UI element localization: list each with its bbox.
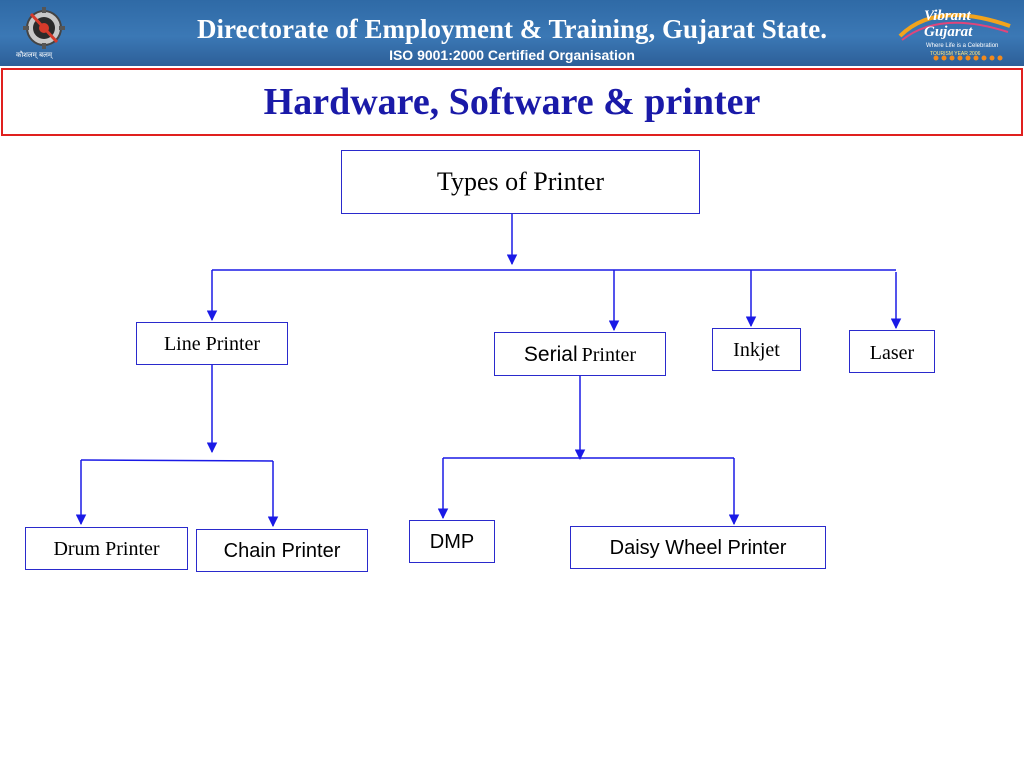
- node-label: Line Printer: [163, 333, 261, 355]
- node-label: Laser: [869, 342, 915, 364]
- tourism-year-label: TOURISM YEAR 2006: [930, 51, 981, 57]
- vibrant-gujarat-name: Vibrant Gujarat: [924, 8, 973, 40]
- vibrant-gujarat-logo-icon: [898, 13, 1011, 61]
- node-label: DMP: [429, 531, 475, 553]
- vibrant-gujarat-tagline: Where Life is a Celebration: [926, 43, 999, 49]
- node-dmp: DMP: [409, 520, 495, 563]
- node-label: Chain Printer: [223, 540, 341, 562]
- node-chain-printer: Chain Printer: [196, 529, 368, 572]
- node-label: Types of Printer: [436, 167, 605, 196]
- node-serial-printer: Serial Printer: [494, 332, 666, 376]
- node-line-printer: Line Printer: [136, 322, 288, 365]
- header-banner: कौशलम् बलम् Directorate of Employment & …: [0, 0, 1024, 66]
- connector-line-bar: [80, 459, 274, 462]
- node-label: Daisy Wheel Printer: [609, 537, 787, 559]
- node-inkjet: Inkjet: [712, 328, 801, 371]
- organisation-title: Directorate of Employment & Training, Gu…: [197, 14, 827, 44]
- slide-title-box: Hardware, Software & printer: [1, 68, 1023, 136]
- node-label: Inkjet: [733, 339, 780, 361]
- printer-word: Printer: [581, 344, 637, 366]
- node-label: Serial Printer: [495, 343, 665, 369]
- node-types-of-printer: Types of Printer: [341, 150, 700, 214]
- node-laser: Laser: [849, 330, 935, 373]
- emblem-caption: कौशलम् बलम्: [15, 51, 53, 59]
- page-title: Hardware, Software & printer: [263, 81, 761, 123]
- node-daisy-wheel-printer: Daisy Wheel Printer: [570, 526, 826, 569]
- node-label: Drum Printer: [53, 538, 160, 560]
- serial-word: Serial: [523, 343, 578, 366]
- certification-subtitle: ISO 9001:2000 Certified Organisation: [389, 47, 635, 63]
- gear-emblem-icon: [23, 7, 65, 49]
- node-drum-printer: Drum Printer: [25, 527, 188, 570]
